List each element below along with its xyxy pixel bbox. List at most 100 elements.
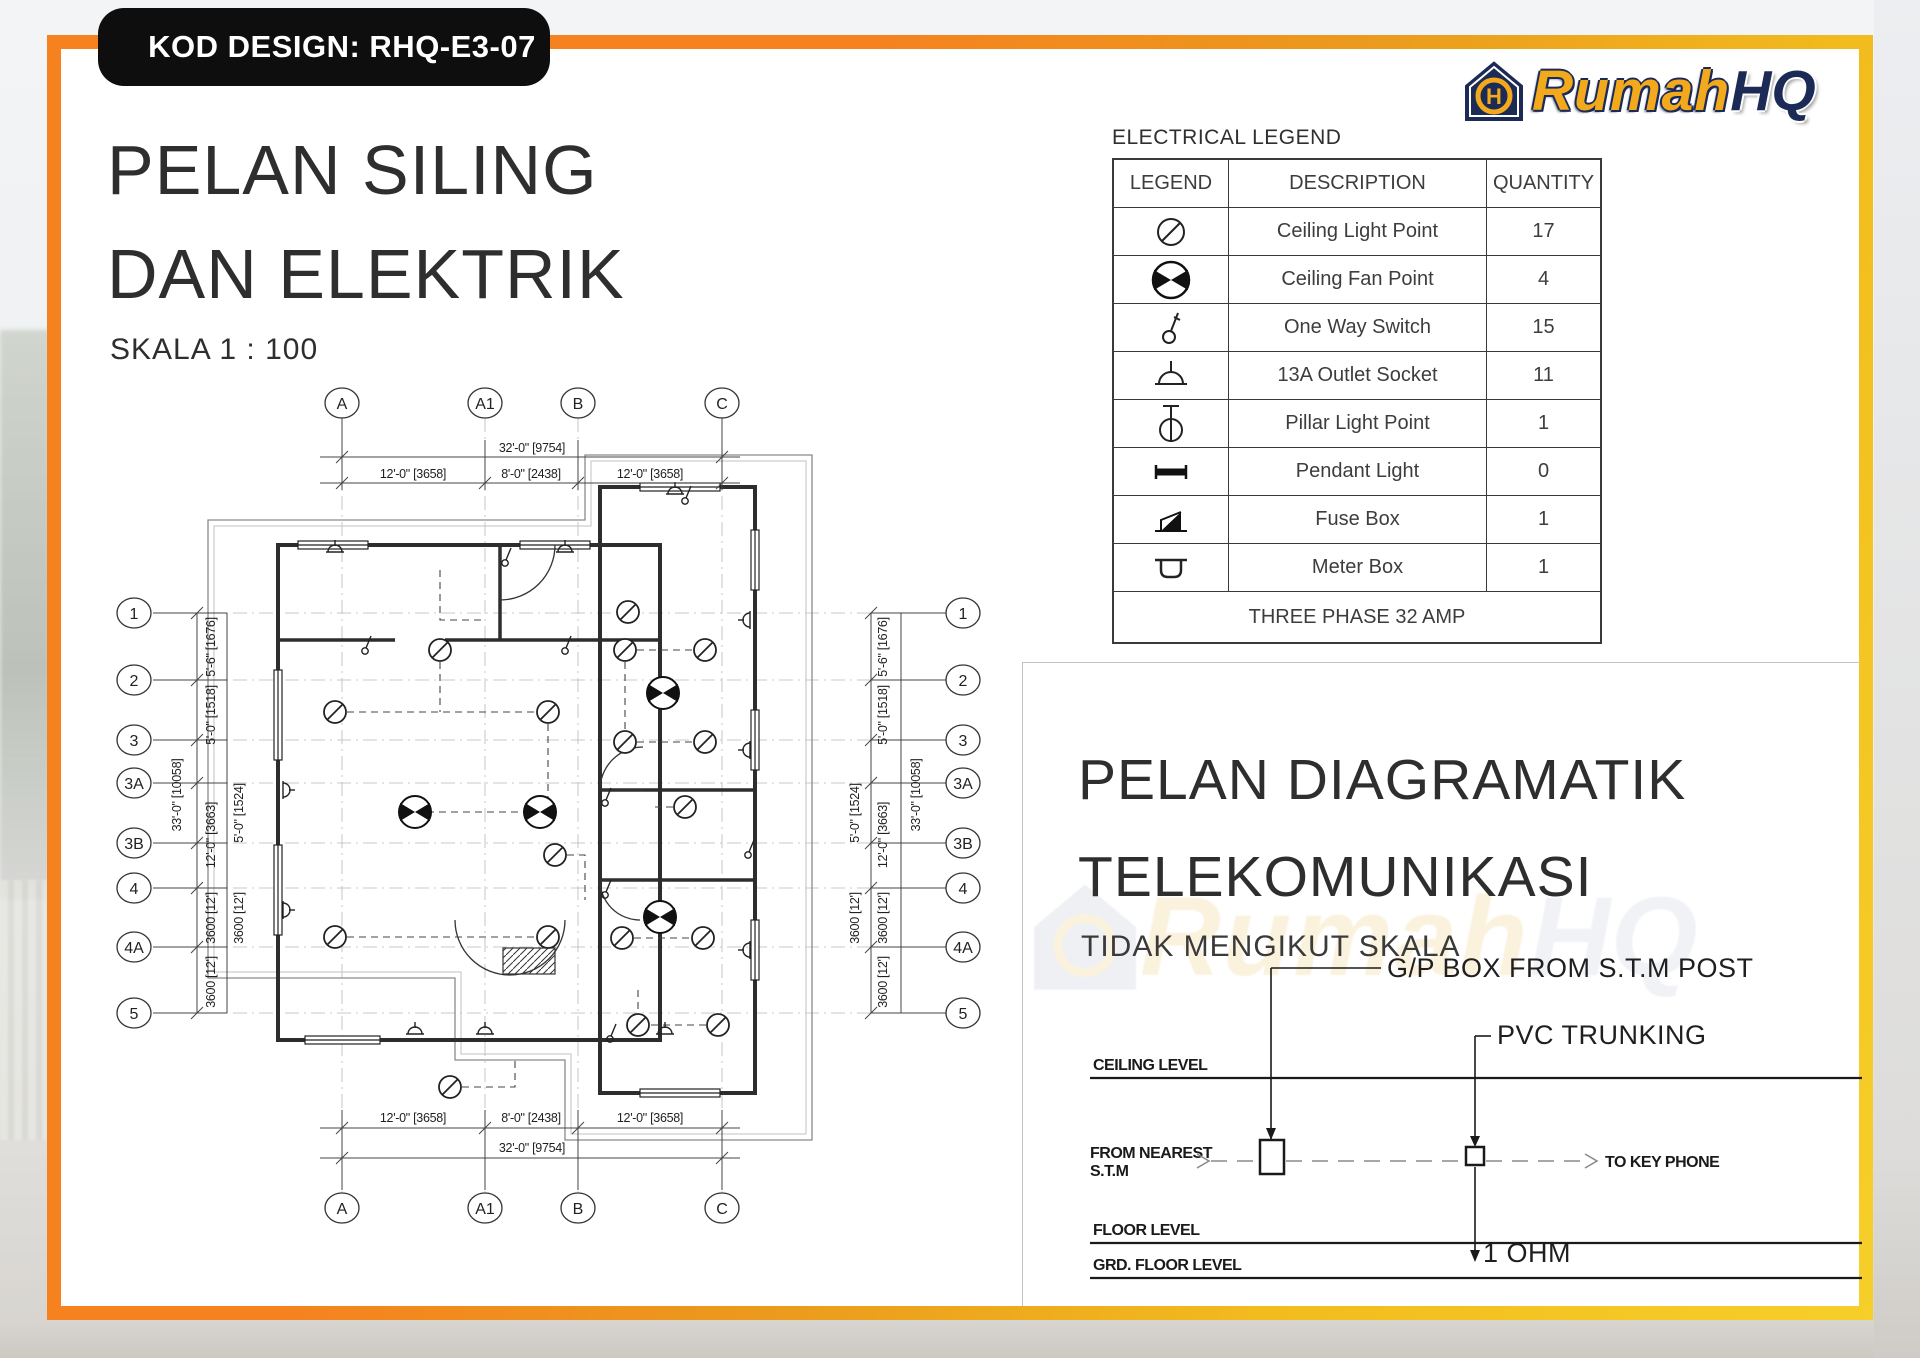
pvc-junction-box bbox=[1464, 1145, 1486, 1167]
walls bbox=[276, 485, 757, 1095]
legend-desc: Fuse Box bbox=[1229, 496, 1487, 543]
arrow-left bbox=[1196, 1153, 1211, 1169]
legend-footer: THREE PHASE 32 AMP bbox=[1248, 605, 1466, 628]
svg-text:5'-6" [1676]: 5'-6" [1676] bbox=[876, 617, 890, 677]
ceiling-fan-symbol-icon bbox=[1114, 256, 1229, 303]
grid-bubble-A-bottom: A bbox=[337, 1201, 348, 1218]
svg-text:12'-0" [3663]: 12'-0" [3663] bbox=[204, 802, 218, 868]
svg-text:5'-0" [1524]: 5'-0" [1524] bbox=[848, 783, 862, 843]
legend-qty: 1 bbox=[1537, 508, 1550, 530]
legend-caption: ELECTRICAL LEGEND bbox=[1112, 126, 1342, 149]
grid-bubble-C-bottom: C bbox=[716, 1201, 728, 1218]
table-row: Pillar Light Point 1 bbox=[1114, 400, 1600, 448]
pendant-light-symbol-icon bbox=[1114, 448, 1229, 495]
design-code-text: KOD DESIGN: RHQ-E3-07 bbox=[148, 29, 536, 64]
svg-text:3B: 3B bbox=[124, 836, 144, 853]
legend-header-description: DESCRIPTION bbox=[1229, 160, 1487, 207]
page-title-line2: DAN ELEKTRIK bbox=[107, 235, 625, 313]
electrical-legend-table: LEGEND DESCRIPTION QUANTITY Ceiling Ligh… bbox=[1112, 158, 1602, 644]
table-row: Pendant Light 0 bbox=[1114, 448, 1600, 496]
legend-qty: 11 bbox=[1533, 364, 1554, 386]
gp-box bbox=[1258, 1138, 1286, 1176]
pvc-leader-arrow bbox=[1470, 1136, 1480, 1147]
top-dimension-chain bbox=[320, 418, 740, 490]
svg-text:H: H bbox=[1486, 84, 1502, 109]
legend-qty: 4 bbox=[1537, 268, 1550, 290]
page-title-line1: PELAN SILING bbox=[107, 131, 598, 209]
legend-desc: One Way Switch bbox=[1229, 304, 1487, 351]
rumahhq-logo: H Rumah HQ bbox=[1462, 58, 1816, 124]
svg-text:3: 3 bbox=[959, 733, 968, 750]
section-divider-horizontal bbox=[1022, 662, 1860, 663]
dim-top-seg1: 12'-0" [3658] bbox=[380, 467, 446, 481]
telecom-subtitle: TIDAK MENGIKUT SKALA bbox=[1081, 930, 1461, 963]
background-right-strip bbox=[1874, 0, 1920, 1358]
grid-lines bbox=[155, 418, 945, 1195]
svg-text:3600 [12']: 3600 [12'] bbox=[204, 892, 218, 944]
svg-text:5: 5 bbox=[959, 1006, 968, 1023]
svg-text:5'-0" [1518]: 5'-0" [1518] bbox=[876, 685, 890, 745]
legend-qty: 0 bbox=[1537, 460, 1550, 482]
legend-header-legend: LEGEND bbox=[1114, 160, 1229, 207]
grid-bubble-B: B bbox=[573, 396, 584, 413]
table-row: 13A Outlet Socket 11 bbox=[1114, 352, 1600, 400]
grid-bubble-C: C bbox=[716, 396, 728, 413]
right-grid-bubbles: 1 2 3 3A 3B 4 4A 5 bbox=[945, 597, 981, 1029]
grd-floor-level-label: GRD. FLOOR LEVEL bbox=[1093, 1257, 1242, 1274]
grid-bubble-B-bottom: B bbox=[573, 1201, 584, 1218]
legend-qty: 1 bbox=[1537, 556, 1550, 578]
svg-text:3B: 3B bbox=[953, 836, 973, 853]
svg-text:3A: 3A bbox=[124, 776, 144, 793]
svg-text:5: 5 bbox=[130, 1006, 139, 1023]
svg-text:5'-0" [1518]: 5'-0" [1518] bbox=[204, 685, 218, 745]
ceiling-light-symbol-icon bbox=[1114, 208, 1229, 255]
left-dimension-labels: 5'-6" [1676] 5'-0" [1518] 12'-0" [3663] … bbox=[170, 617, 246, 1008]
table-row: Ceiling Light Point 17 bbox=[1114, 208, 1600, 256]
design-code-badge: KOD DESIGN: RHQ-E3-07 bbox=[98, 8, 550, 86]
right-dimension-chain bbox=[864, 606, 946, 1020]
meter-box-symbol-icon bbox=[1114, 544, 1229, 591]
pillar-light-symbol-icon bbox=[1114, 400, 1229, 447]
scale-label: SKALA 1 : 100 bbox=[110, 333, 319, 366]
legend-qty: 17 bbox=[1532, 220, 1555, 242]
svg-text:2: 2 bbox=[959, 673, 968, 690]
telecom-title: PELAN DIAGRAMATIK TELEKOMUNIKASI bbox=[1078, 732, 1686, 926]
telecom-title-line1: PELAN DIAGRAMATIK bbox=[1078, 748, 1687, 812]
fuse-box-symbol-icon bbox=[1114, 496, 1229, 543]
floor-level-label: FLOOR LEVEL bbox=[1093, 1222, 1200, 1239]
svg-text:4A: 4A bbox=[124, 940, 144, 957]
ceiling-level-label: CEILING LEVEL bbox=[1093, 1057, 1208, 1074]
legend-desc: 13A Outlet Socket bbox=[1229, 352, 1487, 399]
table-row: One Way Switch 15 bbox=[1114, 304, 1600, 352]
svg-text:33'-0" [10058]: 33'-0" [10058] bbox=[909, 759, 923, 832]
legend-desc: Pendant Light bbox=[1229, 448, 1487, 495]
gp-leader-arrow bbox=[1266, 1128, 1276, 1140]
svg-text:2: 2 bbox=[130, 673, 139, 690]
svg-text:3600 [12']: 3600 [12'] bbox=[848, 892, 862, 944]
dim-top-seg2: 8'-0" [2438] bbox=[501, 467, 561, 481]
logo-hq-text: HQ bbox=[1730, 59, 1816, 123]
table-row: Fuse Box 1 bbox=[1114, 496, 1600, 544]
svg-text:1: 1 bbox=[959, 606, 968, 623]
grid-bubble-A: A bbox=[337, 396, 348, 413]
bottom-grid-bubbles: A A1 B C bbox=[324, 1192, 740, 1224]
stm-label: S.T.M bbox=[1090, 1163, 1129, 1180]
ceiling-electrical-floor-plan: 32'-0" [9754] 12'-0" [3658] 8'-0" [2438]… bbox=[116, 387, 981, 1224]
ceiling-light-points bbox=[323, 600, 730, 1099]
svg-text:3A: 3A bbox=[953, 776, 973, 793]
legend-header-quantity: QUANTITY bbox=[1492, 172, 1595, 194]
outlet-socket-symbol-icon bbox=[1114, 352, 1229, 399]
section-divider-vertical bbox=[1022, 662, 1023, 1306]
legend-desc: Ceiling Fan Point bbox=[1229, 256, 1487, 303]
telecom-title-line2: TELEKOMUNIKASI bbox=[1078, 845, 1593, 909]
porch-hatch bbox=[502, 947, 556, 975]
dim-bottom-seg1: 12'-0" [3658] bbox=[380, 1111, 446, 1125]
arrow-right bbox=[1584, 1153, 1599, 1169]
dim-top-seg3: 12'-0" [3658] bbox=[617, 467, 683, 481]
grid-bubble-A1-bottom: A1 bbox=[475, 1201, 495, 1218]
svg-text:3600 [12']: 3600 [12'] bbox=[232, 892, 246, 944]
dim-bottom-seg3: 12'-0" [3658] bbox=[617, 1111, 683, 1125]
svg-text:3600 [12']: 3600 [12'] bbox=[204, 956, 218, 1008]
legend-qty: 15 bbox=[1532, 316, 1555, 338]
from-nearest-label: FROM NEAREST bbox=[1090, 1145, 1213, 1162]
